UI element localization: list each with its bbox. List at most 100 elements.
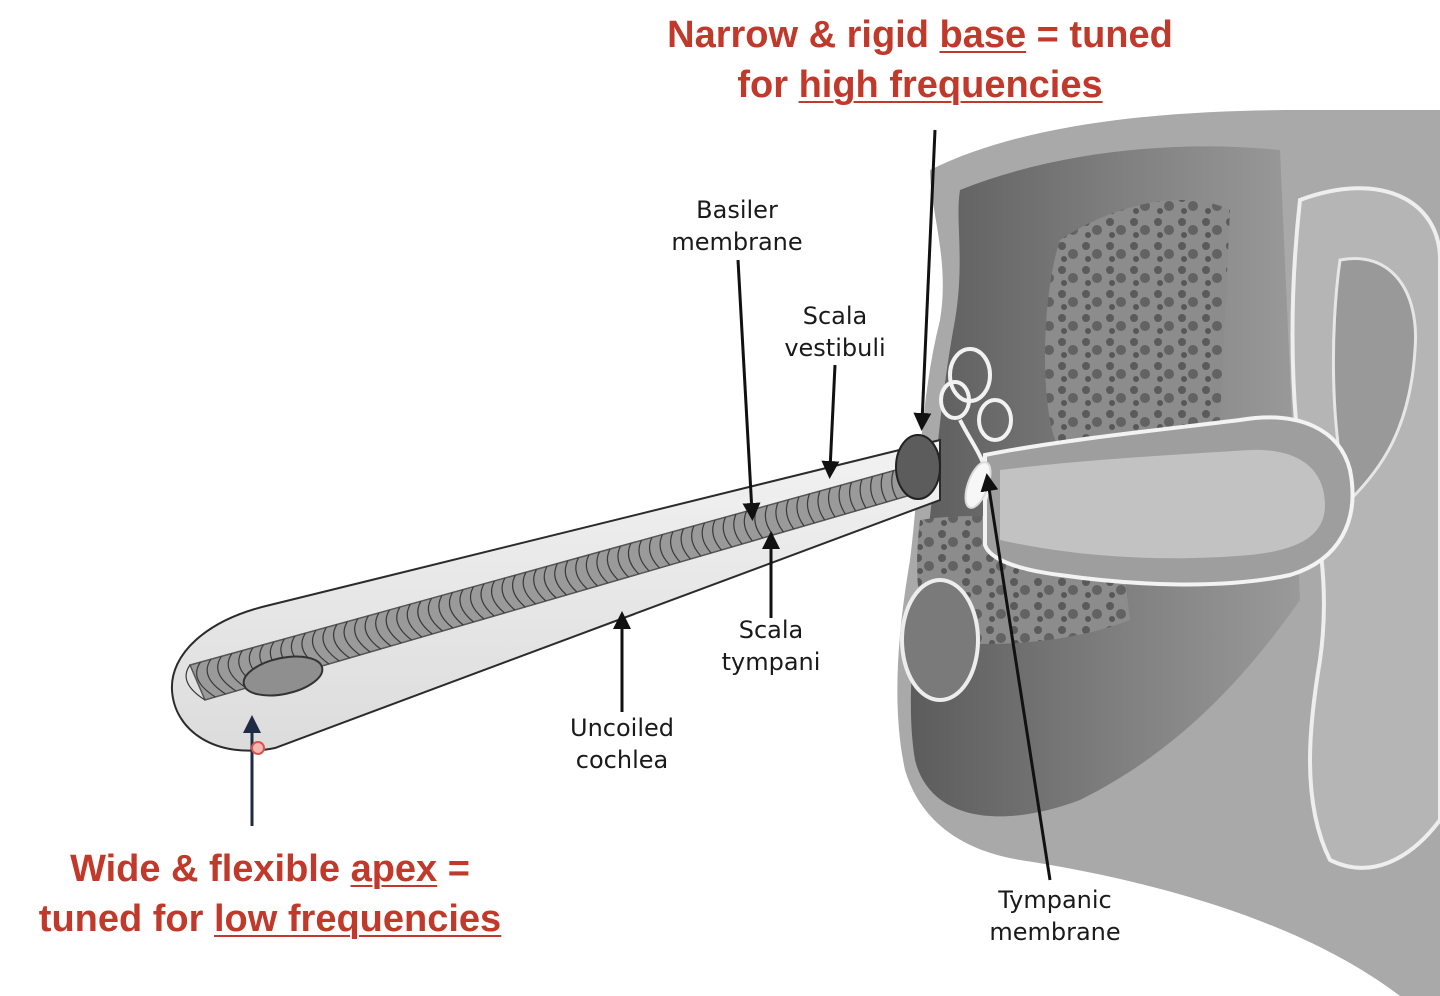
membrane-fiber <box>775 502 784 533</box>
membrane-fiber <box>648 537 660 569</box>
membrane-fiber <box>659 534 671 566</box>
membrane-fiber <box>322 626 340 662</box>
base-annotation: Narrow & rigid base = tuned for high fre… <box>620 10 1220 110</box>
tympanic-membrane-label: Tympanic membrane <box>970 884 1140 948</box>
scala-vestibuli-line1: Scala <box>802 302 868 330</box>
membrane-fiber <box>427 597 443 632</box>
membrane-fiber <box>670 531 681 563</box>
membrane-fiber <box>606 548 619 581</box>
basilar-membrane-label: Basiler membrane <box>652 194 822 258</box>
base-annotation-line2: for high frequencies <box>620 60 1220 110</box>
membrane-fiber <box>880 473 888 503</box>
base-note-part4: for <box>737 64 799 106</box>
membrane-fiber <box>796 496 805 527</box>
membrane-fiber <box>543 566 557 599</box>
base-note-keyword: base <box>939 14 1027 56</box>
ear-anatomy <box>897 110 1440 996</box>
membrane-fiber <box>438 595 454 629</box>
basilar-membrane-line1: Basiler <box>696 196 778 224</box>
membrane-fiber <box>512 574 526 608</box>
membrane-fiber <box>375 612 392 647</box>
apex-note-frequency: low frequencies <box>214 898 502 940</box>
arrow-basilar-membrane <box>736 259 761 521</box>
membrane-fiber <box>680 528 691 560</box>
membrane-fiber <box>554 563 567 596</box>
apex-annotation-line2: tuned for low frequencies <box>10 894 530 944</box>
membrane-fiber <box>469 586 485 620</box>
base-note-part1: Narrow & rigid <box>667 14 940 56</box>
membrane-fiber <box>396 606 412 641</box>
inner-ear-cavity <box>900 578 980 702</box>
membrane-fiber <box>596 551 609 584</box>
membrane-fiber <box>480 583 495 617</box>
membrane-fiber <box>385 609 402 644</box>
membrane-fiber <box>364 615 381 650</box>
apex-note-part3: = <box>437 848 470 890</box>
membrane-fiber <box>817 490 826 521</box>
membrane-fiber <box>227 653 247 689</box>
arrow-base <box>913 129 937 431</box>
membrane-fiber <box>712 519 722 551</box>
membrane-fiber <box>638 540 650 572</box>
uncoiled-cochlea-line1: Uncoiled <box>570 714 674 742</box>
base-oval-window <box>895 434 941 500</box>
membrane-fiber <box>564 560 578 593</box>
base-note-frequency: high frequencies <box>798 64 1103 106</box>
membrane-fiber <box>501 577 516 611</box>
apex-annotation: Wide & flexible apex = tuned for low fre… <box>10 844 530 944</box>
base-note-part3: = tuned <box>1026 14 1173 56</box>
membrane-fiber <box>206 658 226 695</box>
basilar-membrane-line2: membrane <box>671 228 803 256</box>
scala-vestibuli-label: Scala vestibuli <box>770 300 900 364</box>
scala-tympani-line1: Scala <box>738 616 804 644</box>
membrane-fiber <box>627 542 640 575</box>
membrane-fiber <box>533 569 547 602</box>
apex-note-part1: Wide & flexible <box>70 848 351 890</box>
membrane-fibers <box>185 461 929 701</box>
apex-note-part4: tuned for <box>38 898 214 940</box>
ear-canal-inner <box>1000 449 1325 559</box>
membrane-fiber <box>312 629 330 665</box>
apex-note-keyword: apex <box>350 848 438 890</box>
membrane-fiber <box>691 525 702 557</box>
membrane-fiber <box>806 493 815 524</box>
membrane-fiber <box>406 603 423 638</box>
membrane-fiber <box>343 621 361 656</box>
membrane-fiber <box>859 479 867 509</box>
membrane-fiber <box>522 571 536 605</box>
uncoiled-cochlea-label: Uncoiled cochlea <box>552 712 692 776</box>
membrane-fiber <box>827 487 836 518</box>
membrane-fiber <box>722 516 733 548</box>
membrane-fiber <box>448 592 464 626</box>
membrane-fiber <box>785 499 795 530</box>
membrane-fiber <box>585 554 598 587</box>
membrane-fiber <box>354 618 371 653</box>
membrane-fiber <box>491 580 505 614</box>
scala-tympani-line2: tympani <box>721 648 821 676</box>
pointer-arrows <box>243 129 1052 881</box>
scala-vestibuli-line2: vestibuli <box>784 334 886 362</box>
membrane-fiber <box>891 470 898 500</box>
arrow-scala-vestibuli <box>821 364 840 479</box>
membrane-fiber <box>701 522 712 554</box>
tympanic-membrane-line1: Tympanic <box>998 886 1112 914</box>
membrane-fiber <box>185 664 206 701</box>
apex-annotation-line1: Wide & flexible apex = <box>10 844 530 894</box>
base-annotation-line1: Narrow & rigid base = tuned <box>620 10 1220 60</box>
arrow-tympanic-membrane <box>980 473 1052 881</box>
outer-ear-fold <box>1331 257 1418 503</box>
uncoiled-cochlea <box>170 434 941 752</box>
membrane-fiber <box>417 600 433 635</box>
membrane-fiber <box>617 545 629 578</box>
membrane-fiber <box>849 482 857 512</box>
membrane-fiber <box>870 476 877 506</box>
temporal-bone <box>1045 200 1230 463</box>
membrane-fiber <box>196 661 216 698</box>
scala-tympani-label: Scala tympani <box>706 614 836 678</box>
cursor-dot <box>251 741 265 755</box>
apex-helicotrema <box>242 655 324 697</box>
membrane-fiber <box>733 513 743 545</box>
uncoiled-cochlea-line2: cochlea <box>575 746 669 774</box>
membrane-fiber <box>838 484 846 515</box>
